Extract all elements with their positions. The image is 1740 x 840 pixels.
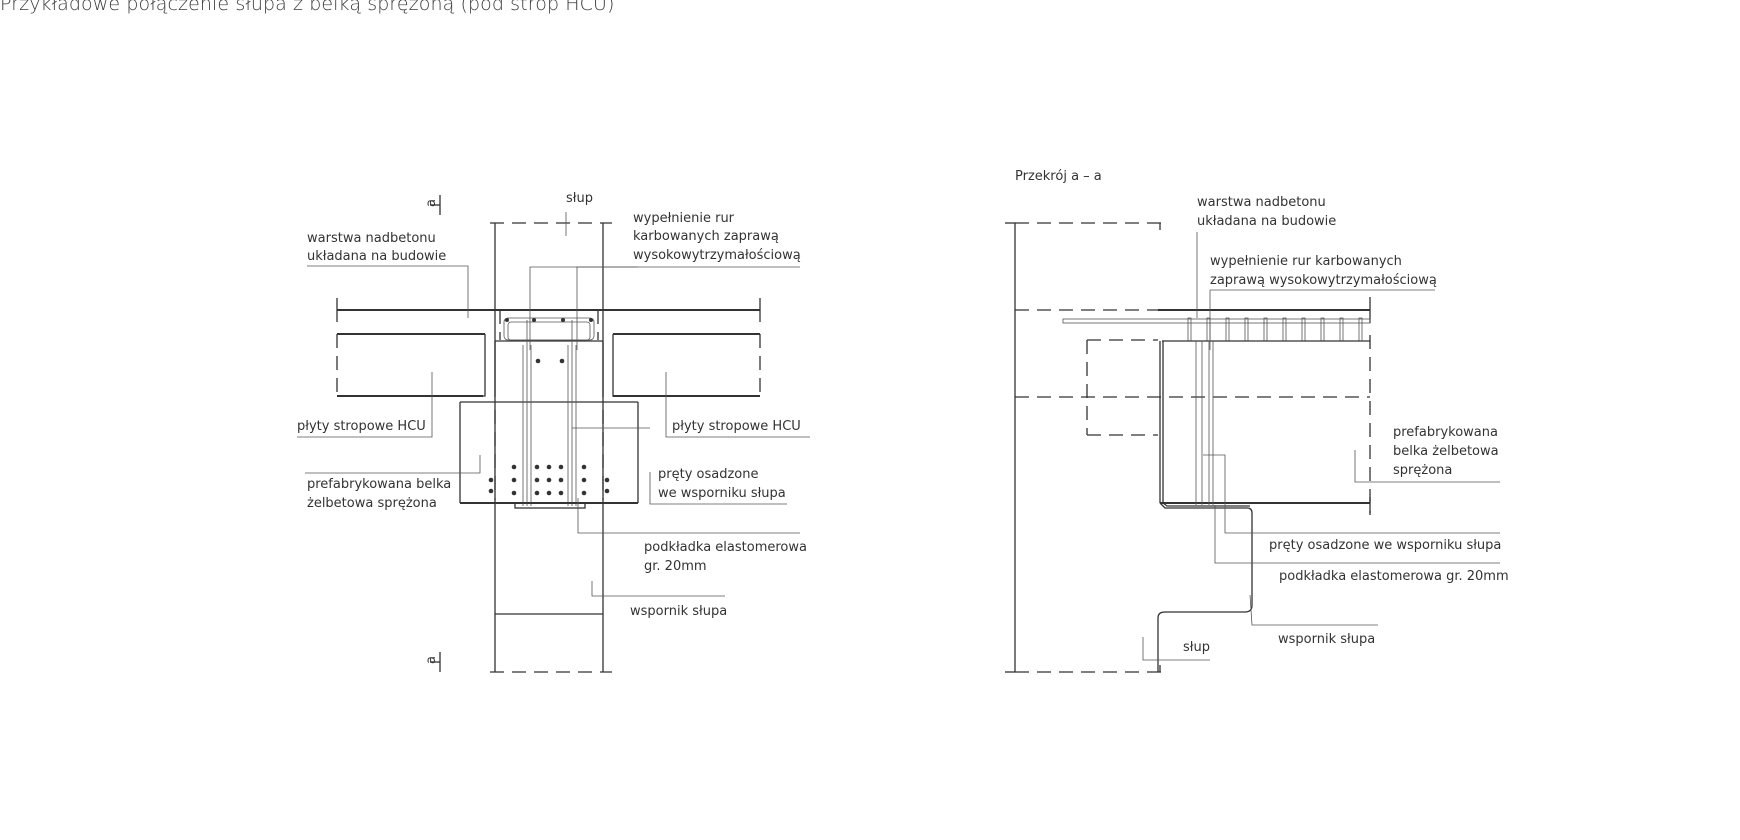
- section-column: [1005, 222, 1165, 673]
- section-title: Przekrój a – a: [1015, 169, 1102, 184]
- section-beam: [1159, 340, 1371, 513]
- section-mark-bottom: a: [424, 652, 441, 672]
- label-plyty-right: płyty stropowe HCU: [672, 419, 801, 434]
- sec-label-warstwa-line1: warstwa nadbetonu: [1197, 195, 1326, 210]
- label-wypelnienie-line2: karbowanych zaprawą: [633, 229, 779, 244]
- hcu-slab-right: [612, 333, 761, 397]
- label-wspornik: wspornik słupa: [630, 604, 727, 619]
- strands: [488, 318, 610, 496]
- section-mark-top: a: [424, 195, 441, 215]
- sec-label-slup: słup: [1183, 640, 1210, 655]
- corrugated-ducts: [522, 320, 577, 506]
- section-view: Przekrój a – a: [1005, 169, 1509, 673]
- column: [490, 222, 612, 673]
- label-wypelnienie-line1: wypełnienie rur: [633, 211, 735, 226]
- section-stirrups: [1187, 317, 1363, 341]
- label-podkladka-line2: gr. 20mm: [644, 559, 707, 574]
- page-title: Przykładowe połączenie słupa z belką spr…: [0, 0, 615, 15]
- elastomeric-pad: [514, 502, 586, 509]
- section-dowels: [1195, 341, 1214, 505]
- section-mark-bottom-label: a: [424, 656, 439, 664]
- section-mark-top-label: a: [424, 199, 439, 207]
- label-belka-line1: prefabrykowana belka: [307, 477, 451, 492]
- label-wypelnienie-line3: wysokowytrzymałościową: [633, 248, 801, 263]
- sec-label-podkladka: podkładka elastomerowa gr. 20mm: [1279, 569, 1509, 584]
- elevation-view: a a: [297, 191, 810, 673]
- label-slup: słup: [566, 191, 593, 206]
- hcu-slab-left: [336, 333, 486, 397]
- label-warstwa-line1: warstwa nadbetonu: [307, 231, 436, 246]
- sec-label-belka-line1: prefabrykowana: [1393, 425, 1498, 440]
- section-topping: [1015, 297, 1371, 515]
- label-warstwa-line2: układana na budowie: [307, 249, 446, 264]
- sec-label-prety: pręty osadzone we wsporniku słupa: [1269, 538, 1501, 553]
- sec-label-wypelnienie-line1: wypełnienie rur karbowanych: [1210, 254, 1402, 269]
- sec-label-wspornik: wspornik słupa: [1278, 632, 1375, 647]
- leader-lines-right: [1142, 232, 1500, 661]
- sec-label-wypelnienie-line2: zaprawą wysokowytrzymałościową: [1210, 273, 1437, 288]
- sec-label-belka-line3: sprężona: [1393, 463, 1452, 478]
- precast-beam: [459, 310, 639, 504]
- label-podkladka-line1: podkładka elastomerowa: [644, 540, 807, 555]
- topping-layer: [336, 298, 761, 322]
- leader-lines-left: [297, 212, 810, 597]
- label-prety-line2: we wsporniku słupa: [658, 486, 786, 501]
- label-belka-line2: żelbetowa sprężona: [307, 496, 437, 511]
- label-prety-line1: pręty osadzone: [658, 467, 758, 482]
- sec-label-belka-line2: belka żelbetowa: [1393, 444, 1499, 459]
- sec-label-warstwa-line2: układana na budowie: [1197, 214, 1336, 229]
- label-plyty-left: płyty stropowe HCU: [297, 419, 426, 434]
